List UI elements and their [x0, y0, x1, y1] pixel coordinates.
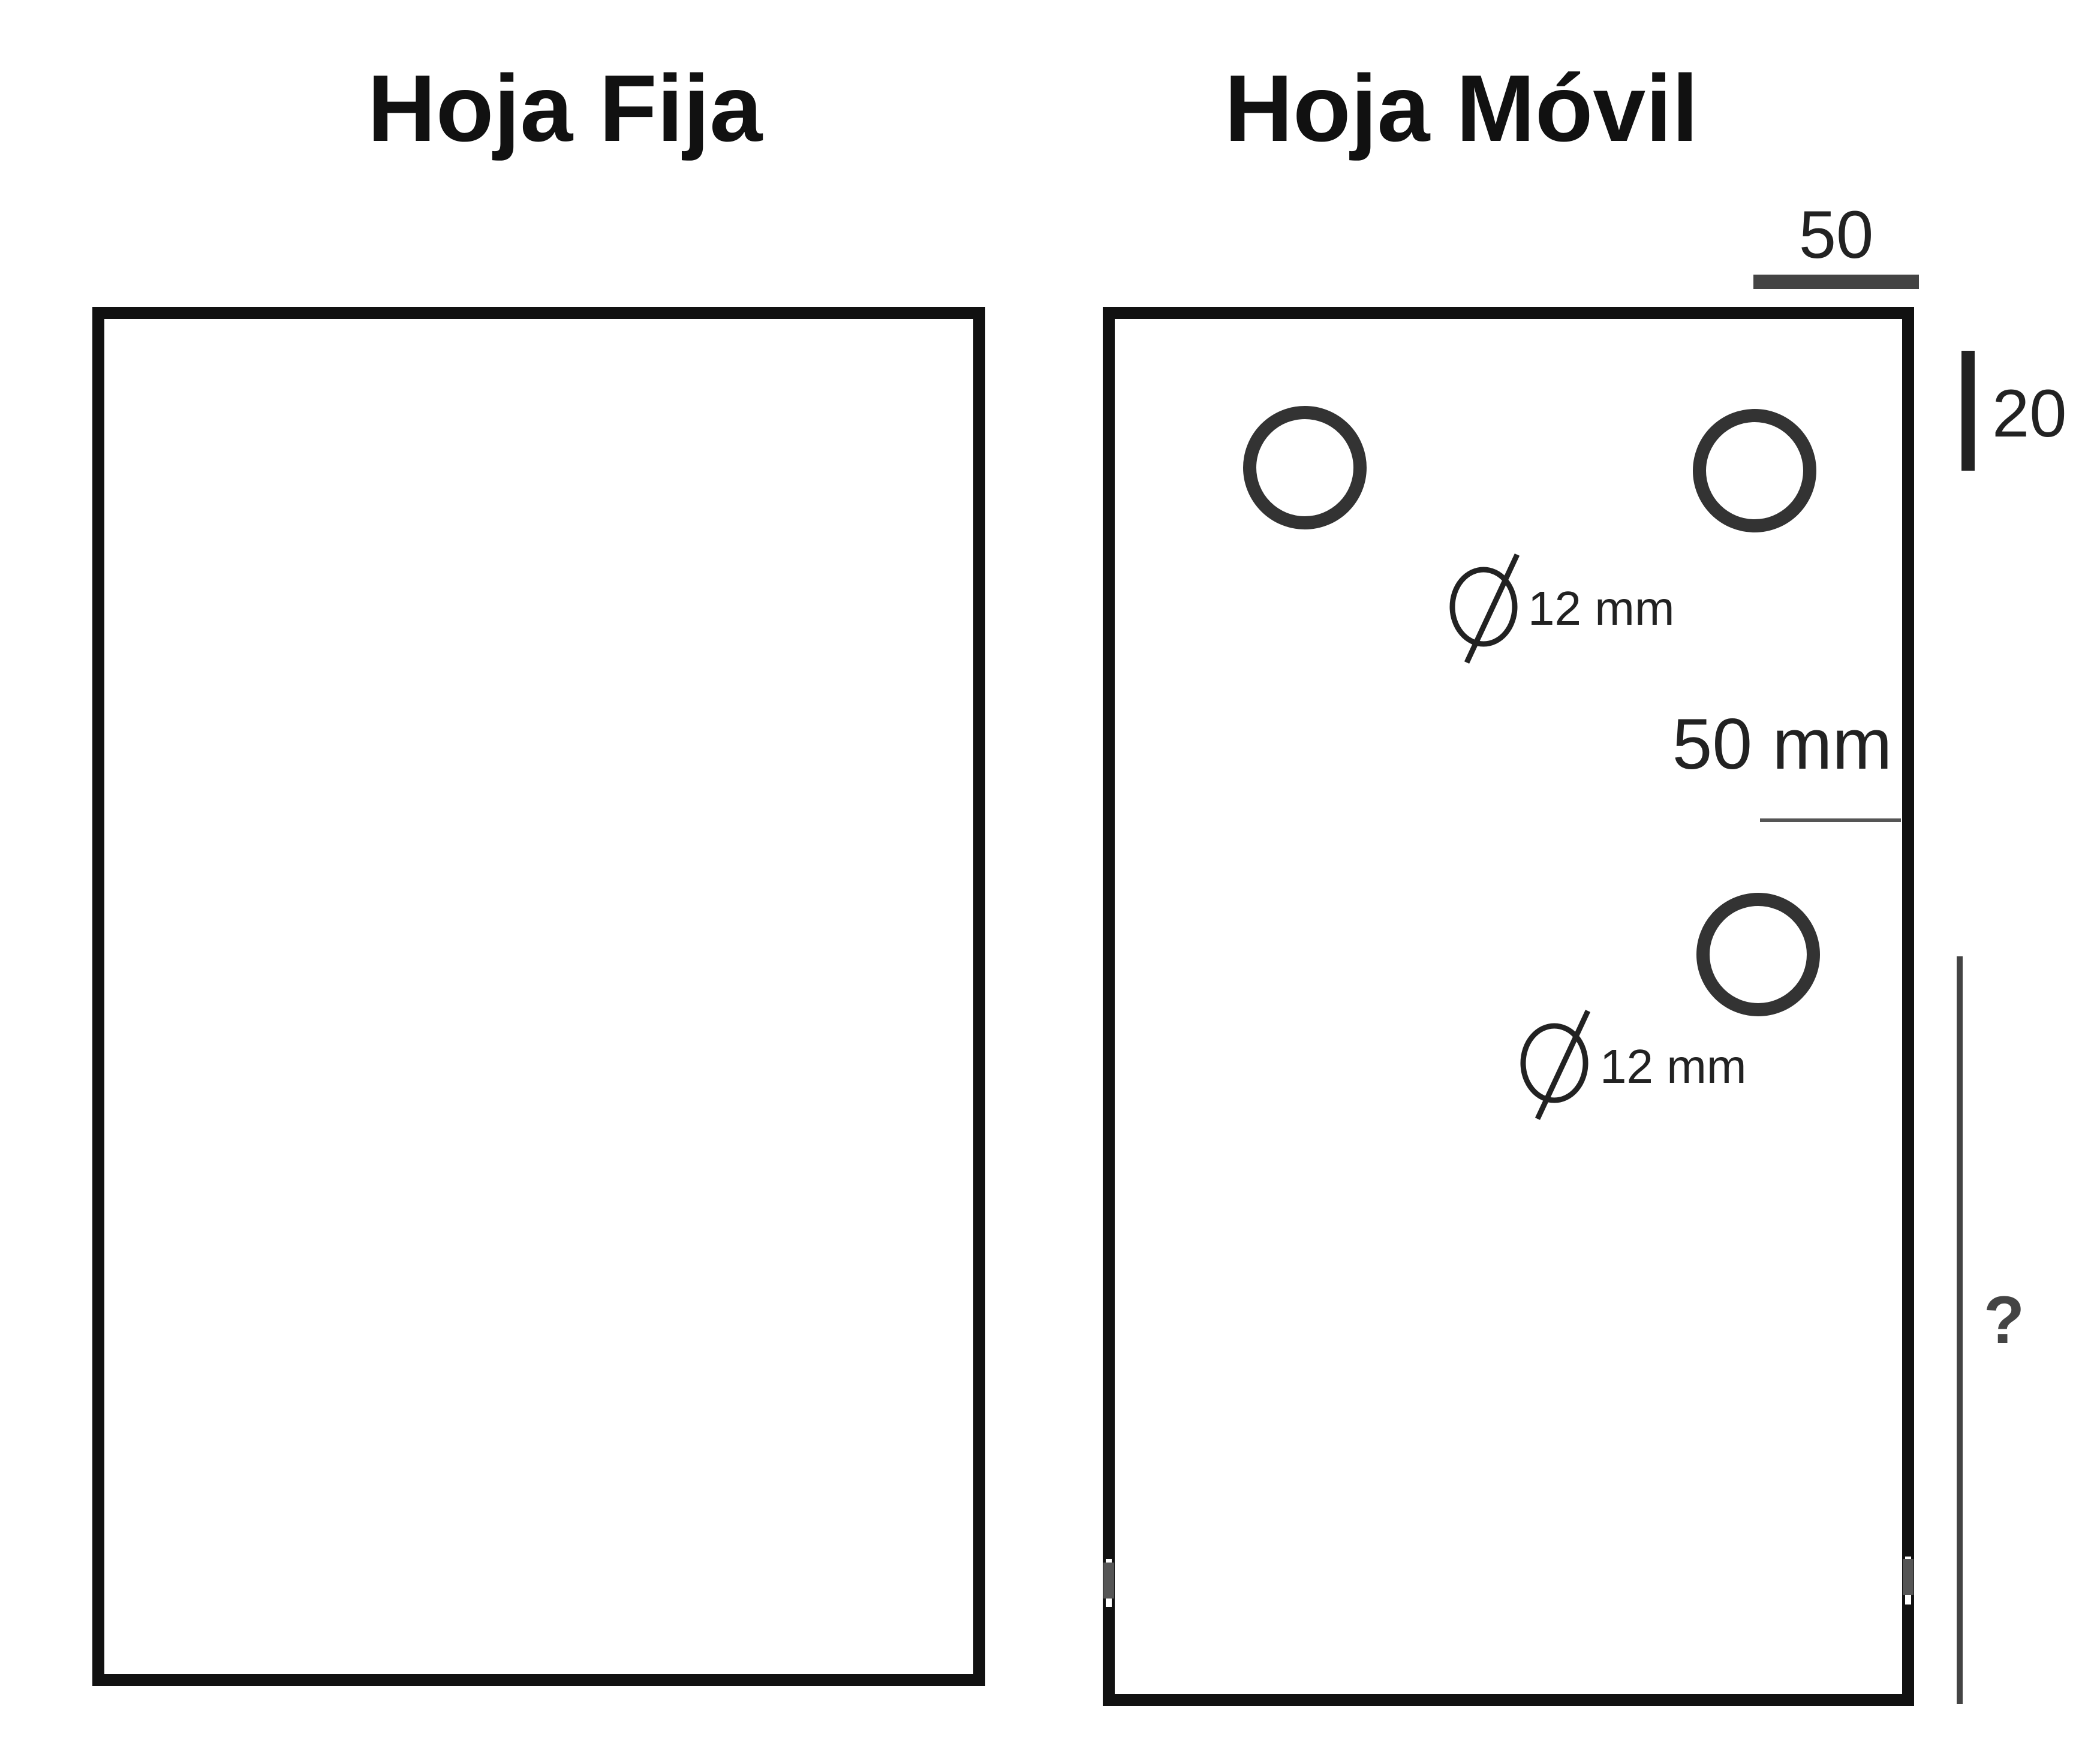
hole-top-left: [1243, 406, 1367, 529]
hole-top-right: [1693, 409, 1816, 532]
movable-panel: [1103, 307, 1914, 1706]
hinge-mark-right: [1903, 1559, 1914, 1595]
lower-hole-diameter-label: 12 mm: [1600, 1040, 1747, 1093]
top-offset-label: 20: [1992, 376, 2067, 451]
side-offset-label: 50 mm: [1672, 704, 1893, 784]
diameter-icon: [1520, 1010, 1591, 1120]
top-width-label: 50: [1799, 197, 1874, 272]
fixed-panel-title: Hoja Fija: [368, 56, 763, 161]
hinge-mark-left: [1103, 1563, 1114, 1599]
hole-lower-right: [1696, 893, 1820, 1016]
movable-panel-title: Hoja Móvil: [1225, 56, 1698, 161]
unknown-height-label: ?: [1984, 1283, 2024, 1357]
diameter-icon: [1449, 553, 1520, 664]
upper-hole-diameter-label: 12 mm: [1528, 582, 1675, 635]
fixed-panel: [92, 307, 985, 1686]
